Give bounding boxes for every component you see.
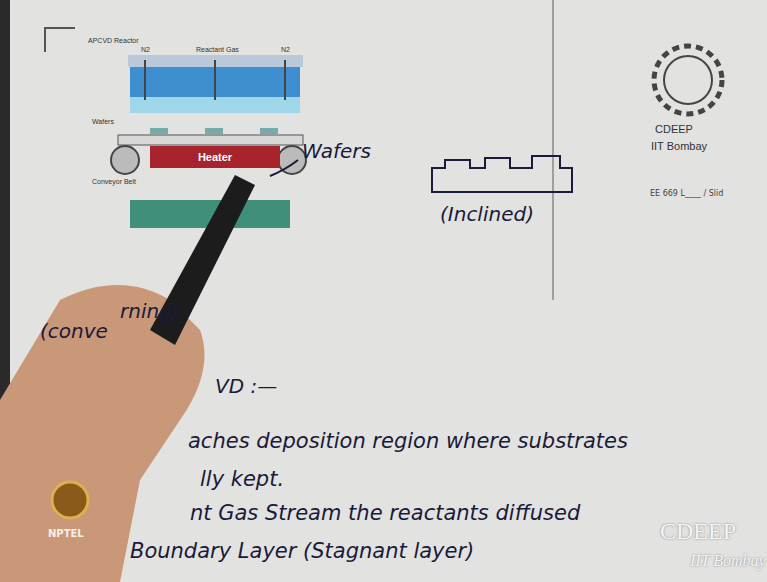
note-text: aches deposition region where substrates xyxy=(188,430,628,453)
node-text: Heater xyxy=(198,151,232,163)
inclined-susceptor xyxy=(432,156,572,192)
wafer xyxy=(260,128,278,134)
title-label: APCVD Reactor xyxy=(88,37,139,45)
note-text: nt Gas Stream the reactants diffused xyxy=(190,502,580,525)
conveyor-belt xyxy=(118,135,303,145)
heater-block: Heater xyxy=(150,146,280,168)
caption-label: (Inclined) xyxy=(440,203,534,225)
gas-inlet xyxy=(284,60,286,100)
note-text: (conve xyxy=(40,320,108,342)
wafer xyxy=(150,128,168,134)
gas-inlet xyxy=(214,60,216,100)
watermark: IIT Bombay xyxy=(690,552,766,570)
wafer xyxy=(205,128,223,134)
roller xyxy=(111,146,139,174)
logo-inner xyxy=(664,56,712,104)
divider-line xyxy=(552,0,554,300)
logo-gear xyxy=(654,46,722,114)
note-text: Boundary Layer (Stagnant layer) xyxy=(130,540,474,563)
slide-number: EE 669 L____ / Slid xyxy=(650,190,723,199)
watermark: NPTEL xyxy=(48,528,84,539)
gas-inlet xyxy=(144,60,146,100)
part-label: Conveyor Belt xyxy=(92,178,136,186)
note-text: rning) xyxy=(120,300,180,322)
note-text: lly kept. xyxy=(200,468,284,491)
nptel-logo xyxy=(52,482,88,518)
callout-label: Wafers xyxy=(302,140,371,162)
corner-mark xyxy=(45,28,75,52)
gas-label: Reactant Gas xyxy=(196,46,239,54)
gas-label: N2 xyxy=(281,46,290,54)
logo-text: CDEEP xyxy=(655,123,693,135)
gas-label: N2 xyxy=(141,46,150,54)
heading-text: VD :— xyxy=(215,375,277,397)
part-label: Wafers xyxy=(92,118,114,126)
watermark: CDEEP xyxy=(660,518,736,544)
logo-text: IIT Bombay xyxy=(651,140,707,152)
